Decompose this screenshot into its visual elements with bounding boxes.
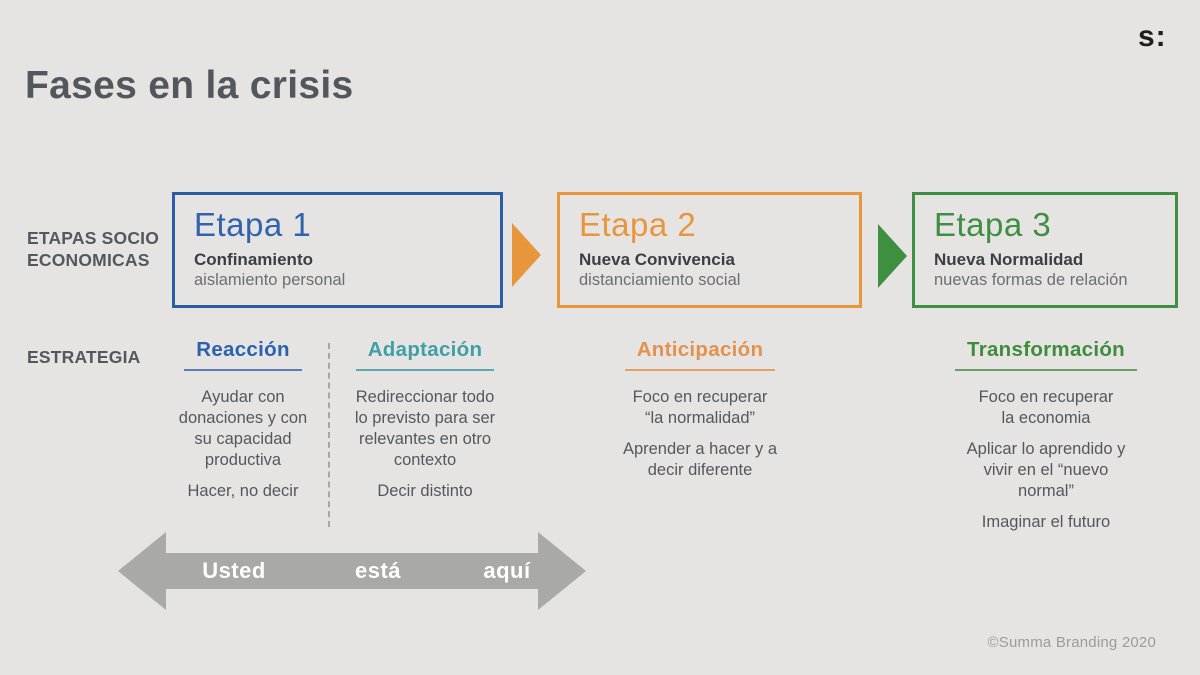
strategy-heading: Adaptación [355,338,495,371]
strategy-heading: Reacción [184,338,302,371]
arrow-right-icon [878,224,907,288]
stage-subtitle: distanciamiento social [579,271,741,289]
strategy-text: Decir distinto [377,482,473,500]
strategy-text: Hacer, no decir [187,482,299,500]
arrow-word: Usted [202,558,266,583]
stages-row-label: ETAPAS SOCIO ECONOMICAS [27,228,160,270]
arrow-right-icon [512,223,541,287]
arrow-word: aquí [483,558,531,583]
strategy-text: Foco en recuperar la economia [978,388,1114,427]
strategy-text: Aprender a hacer y a decir diferente [622,440,778,479]
strategy-heading: Anticipación [624,338,776,371]
stage-title: Etapa 3 [934,206,1052,243]
stage-box-etapa-3: Etapa 3 Nueva Normalidad nuevas formas d… [912,192,1178,308]
strategy-column-anticipacion: Anticipación Foco en recuperar “la norma… [598,338,802,481]
stage-title: Etapa 2 [579,206,697,243]
strategy-column-reaccion: Reacción Ayudar con donaciones y con su … [153,338,333,502]
strategy-column-transformacion: Transformación Foco en recuperar la econ… [933,338,1159,533]
stage-subtitle-bold: Nueva Normalidad [934,250,1084,269]
copyright-text: ©Summa Branding 2020 [987,634,1156,651]
stage-subtitle: aislamiento personal [194,271,346,289]
strategy-heading: Transformación [955,338,1137,371]
stage-title: Etapa 1 [194,206,312,243]
usted-esta-aqui-arrow: Usted está aquí [116,528,588,614]
page-title: Fases en la crisis [25,64,354,107]
strategy-text: Aplicar lo aprendido y vivir en el “nuev… [966,440,1126,500]
double-arrow-icon [118,532,586,610]
strategy-text: Foco en recuperar “la normalidad” [632,388,768,427]
strategy-text: Ayudar con donaciones y con su capacidad… [178,388,308,469]
stage-subtitle-bold: Nueva Convivencia [579,250,735,269]
stage-subtitle-bold: Confinamiento [194,250,313,269]
stage-box-etapa-2: Etapa 2 Nueva Convivencia distanciamient… [557,192,862,308]
strategy-text: Imaginar el futuro [981,513,1111,531]
strategy-text: Redireccionar todo lo previsto para ser … [354,388,496,469]
stage-box-etapa-1: Etapa 1 Confinamiento aislamiento person… [172,192,503,308]
strategy-row-label: ESTRATEGIA [27,347,141,367]
strategy-column-adaptacion: Adaptación Redireccionar todo lo previst… [335,338,515,502]
stage-subtitle: nuevas formas de relación [934,271,1128,289]
dotted-divider [328,343,330,527]
arrow-word: está [354,558,402,583]
summa-logo: s: [1138,20,1167,53]
